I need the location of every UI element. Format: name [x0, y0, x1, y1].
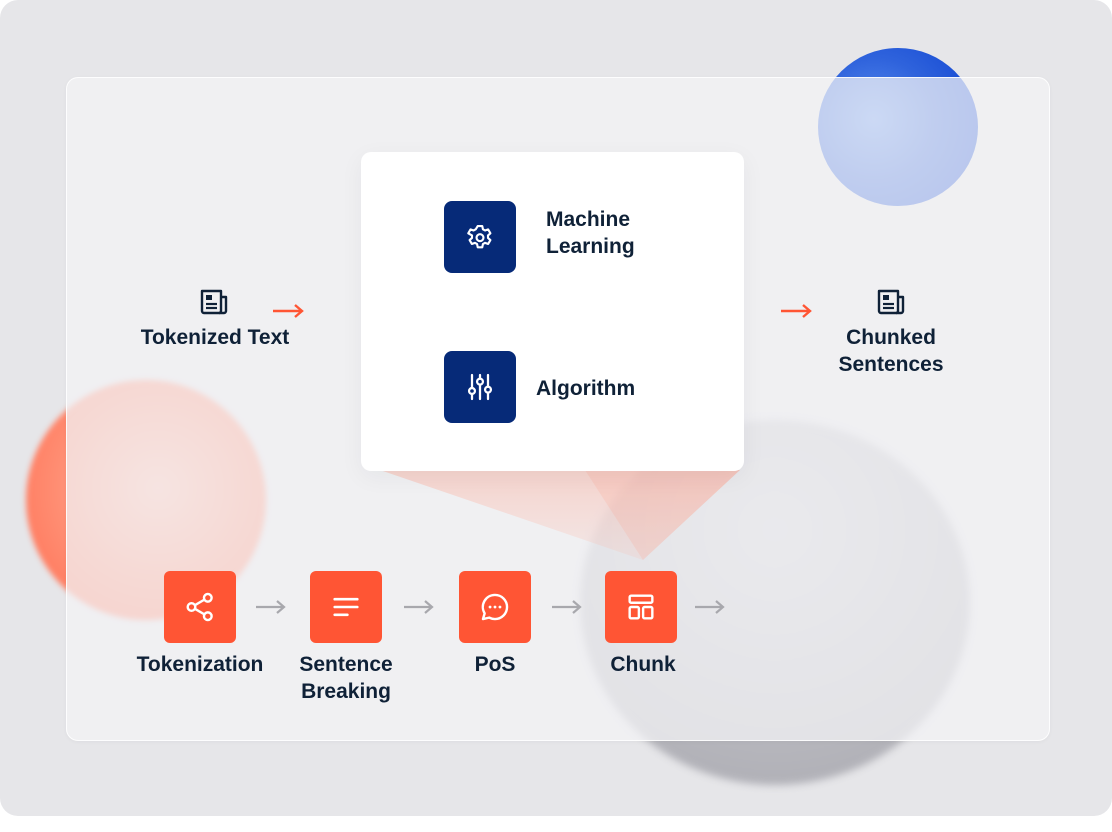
text-lines-icon — [333, 597, 359, 617]
method-label-algorithm: Algorithm — [536, 377, 636, 400]
pipeline-label-chunk: Chunk — [610, 653, 676, 676]
machine-learning-tile — [444, 201, 516, 273]
newspaper-icon — [200, 289, 228, 315]
share-nodes-icon — [186, 592, 213, 622]
sliders-icon — [467, 373, 493, 401]
source-label: Tokenized Text — [140, 326, 290, 349]
arrow-right-icon — [552, 600, 582, 614]
pipeline-step-tokenization — [164, 571, 236, 643]
method-label-ml: Machine Learning — [546, 208, 635, 258]
arrow-right-icon — [695, 600, 725, 614]
pipeline-step-pos — [459, 571, 531, 643]
sentence-breaking-text: Sentence Breaking — [299, 653, 393, 703]
output-label: Chunked Sentences — [838, 326, 944, 376]
layout-icon — [628, 594, 654, 620]
arrow-right-icon — [256, 600, 286, 614]
algorithm-tile — [444, 351, 516, 423]
arrow-right-icon — [273, 304, 304, 318]
arrow-right-icon — [781, 304, 812, 318]
arrow-right-icon — [404, 600, 434, 614]
pipeline-label-pos: PoS — [474, 653, 516, 676]
chat-bubble-icon — [481, 593, 509, 621]
pipeline-label-sentence-breaking: Sentence Breaking — [276, 651, 416, 705]
newspaper-icon — [877, 289, 905, 315]
pipeline-step-chunk — [605, 571, 677, 643]
pipeline-step-sentence-breaking — [310, 571, 382, 643]
pipeline-label-tokenization: Tokenization — [136, 653, 264, 676]
methods-card — [361, 152, 744, 471]
gear-icon — [467, 225, 492, 249]
